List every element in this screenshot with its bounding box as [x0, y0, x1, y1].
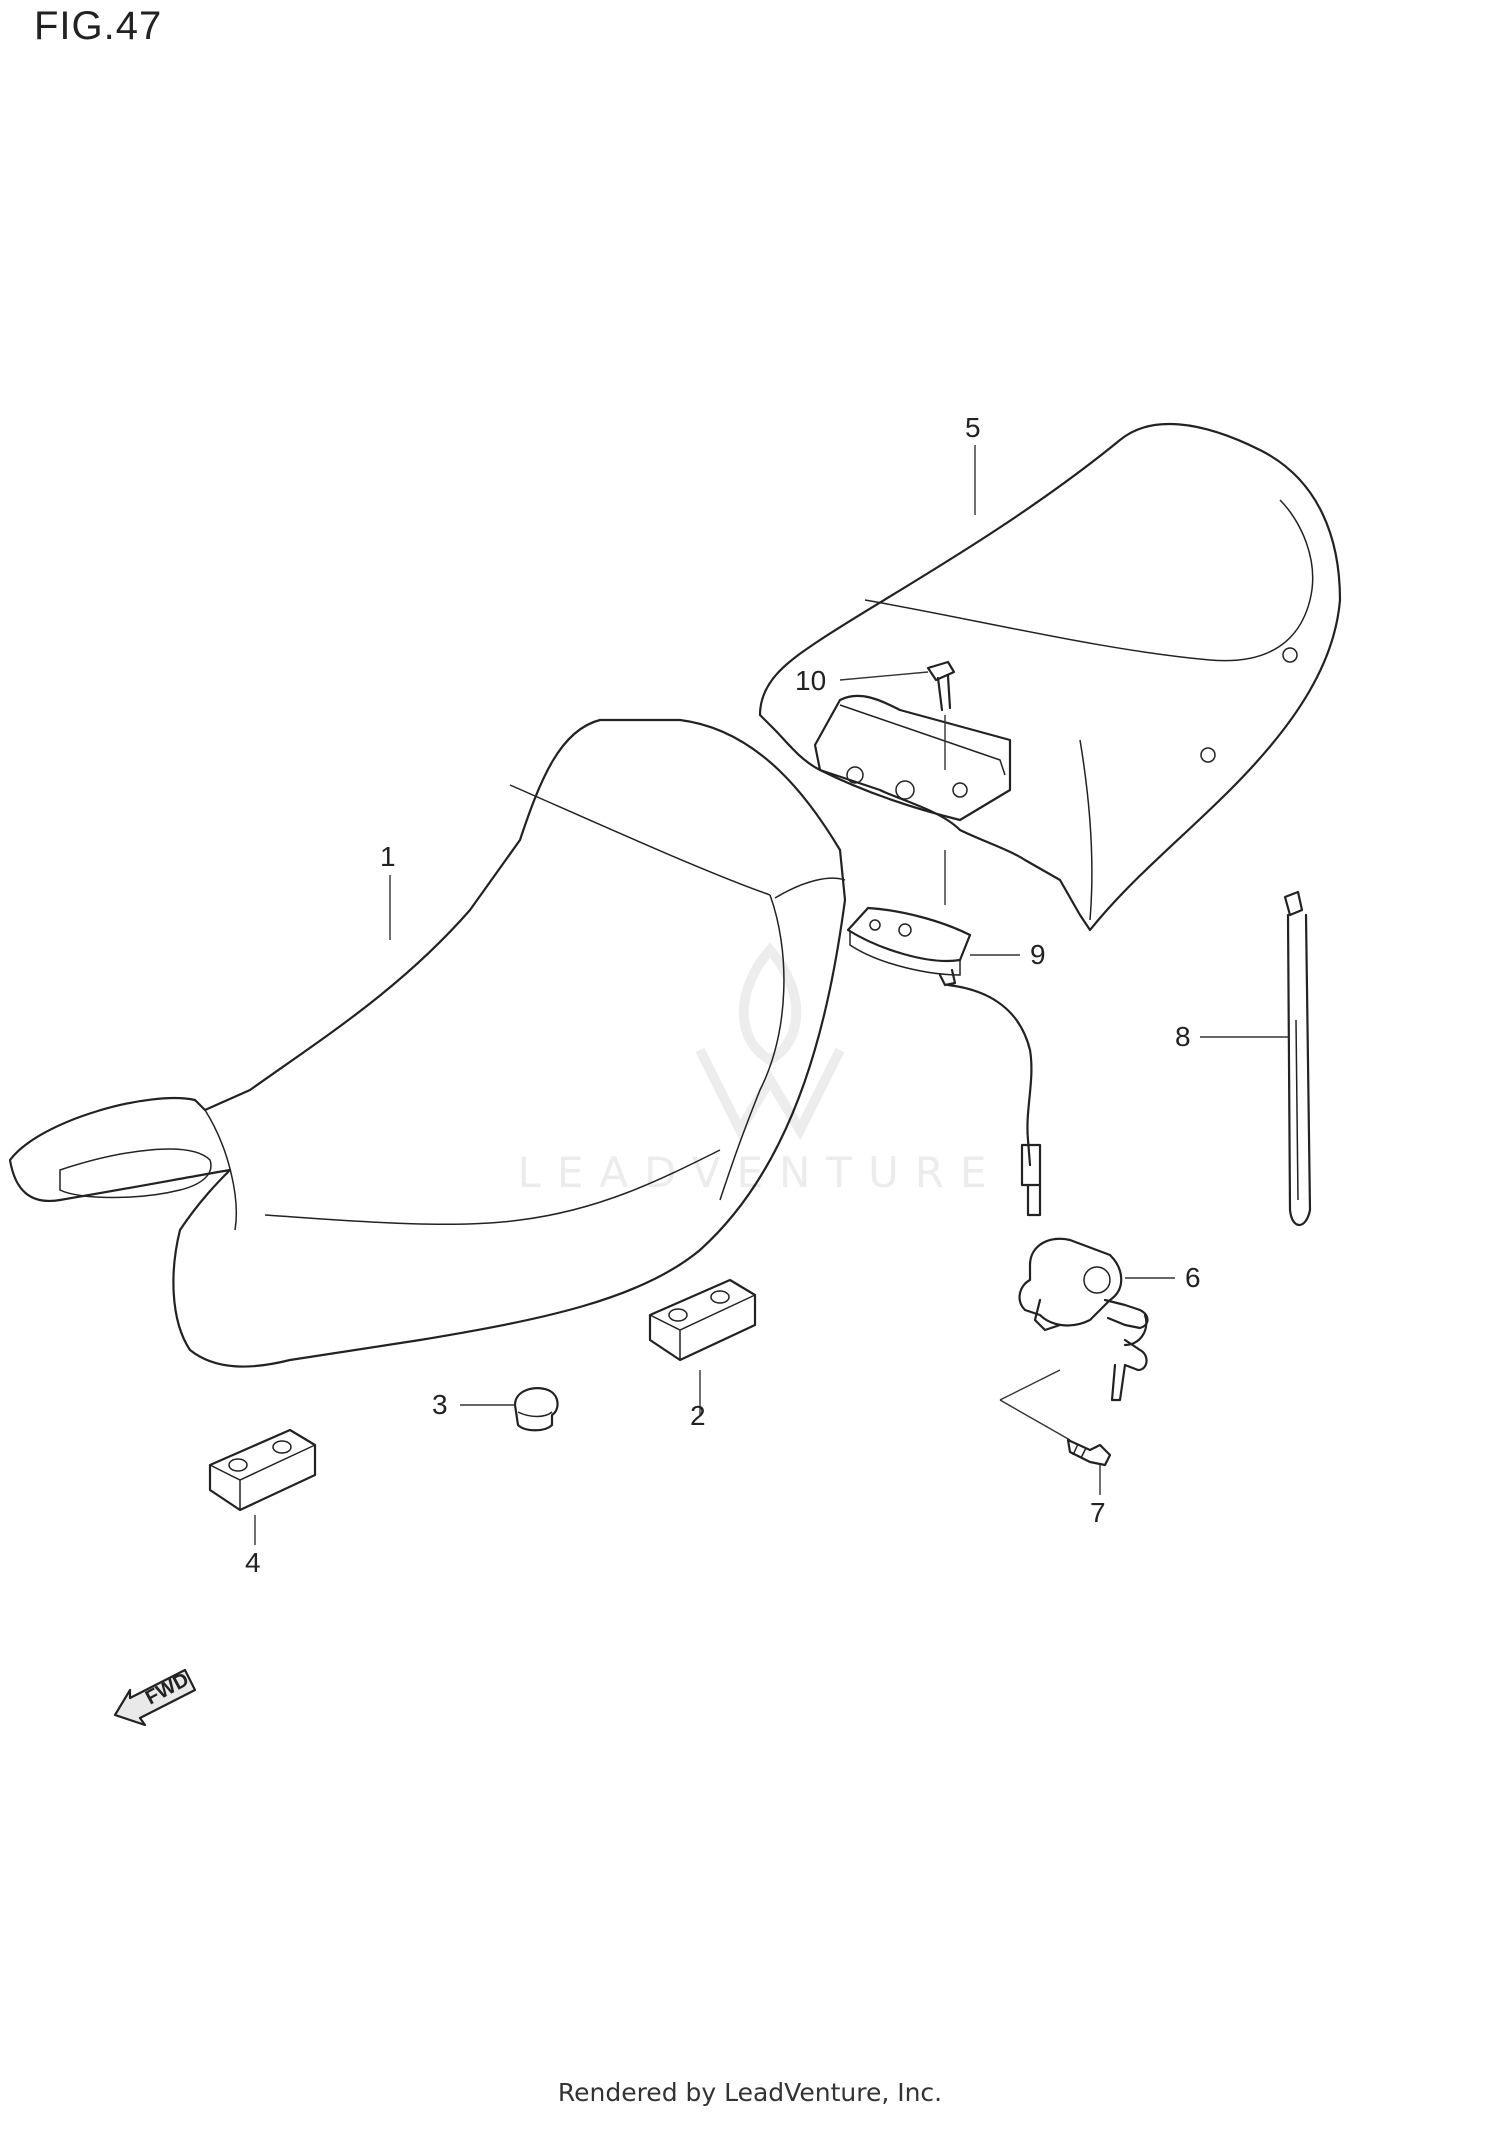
rear-seat: [758, 422, 1342, 932]
callout-2: 2: [690, 1400, 706, 1431]
bolt-7: [1066, 1438, 1112, 1467]
fig-title: FIG.47: [34, 4, 163, 48]
front-seat: [8, 718, 847, 1368]
cable-tie: [1283, 890, 1312, 1227]
watermark-logo: [695, 942, 845, 1141]
screw-10: [926, 660, 956, 770]
callout-5: 5: [965, 412, 981, 443]
callout-7: 7: [1090, 1497, 1106, 1528]
rubber-block-2: [648, 1278, 757, 1362]
callout-9: 9: [1030, 939, 1046, 970]
callout-6: 6: [1185, 1262, 1201, 1293]
rubber-block-4: [208, 1428, 317, 1512]
leader-10: [839, 671, 929, 681]
seat-lock-cable: [846, 850, 1042, 1217]
callout-8: 8: [1175, 1021, 1191, 1052]
callout-4: 4: [245, 1547, 261, 1578]
callout-10: 10: [795, 665, 826, 696]
callout-1: 1: [380, 841, 396, 872]
cushion-3: [513, 1387, 559, 1432]
footer-credit: Rendered by LeadVenture, Inc.: [557, 2078, 943, 2107]
fwd-arrow: FWD: [113, 1669, 197, 1727]
seat-lock: [999, 1237, 1149, 1441]
leader-lines: [254, 445, 1290, 1545]
callout-3: 3: [432, 1389, 448, 1420]
